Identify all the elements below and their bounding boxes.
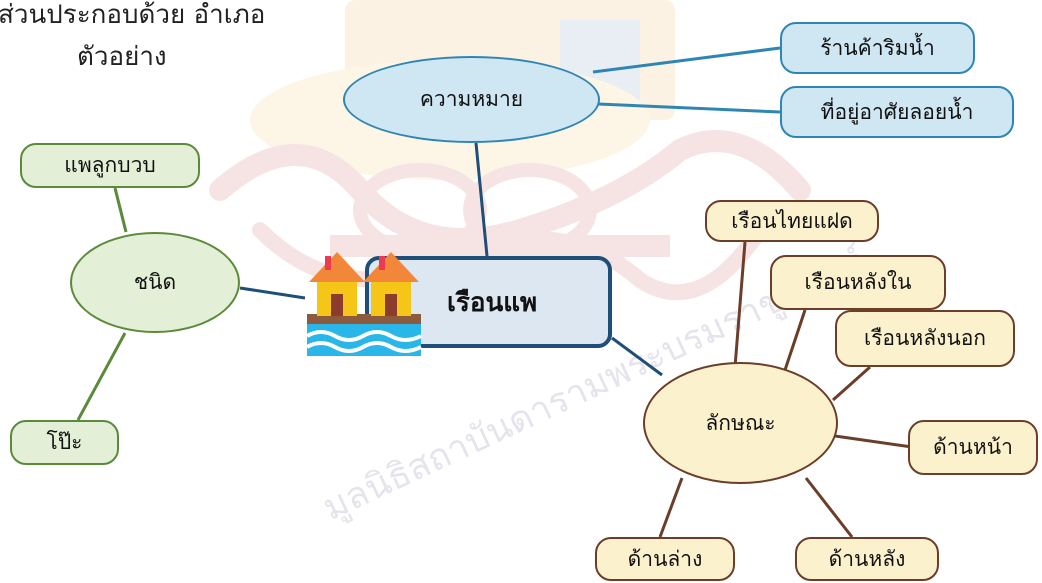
connector-types-raft xyxy=(113,187,128,233)
header-line-2: ตัวอย่าง xyxy=(77,42,167,72)
connector-center-features xyxy=(611,336,663,377)
types-node: ชนิด xyxy=(70,232,240,333)
connector-features-inner xyxy=(783,309,807,371)
connector-center-meaning xyxy=(474,142,489,257)
types-item-pontoon: โป๊ะ xyxy=(10,420,119,465)
features-item-back: ด้านหลัง xyxy=(795,537,939,581)
features-item-twin-house: เรือนไทยแฝด xyxy=(705,200,879,242)
connector-features-front xyxy=(834,434,913,449)
connector-features-outer xyxy=(832,365,871,402)
features-node: ลักษณะ xyxy=(643,362,838,484)
types-item-bamboo-raft: แพลูกบวบ xyxy=(20,143,200,188)
connector-meaning-home xyxy=(597,102,781,114)
connector-meaning-shop xyxy=(592,46,781,74)
features-item-inner-house: เรือนหลังใน xyxy=(770,255,946,310)
header-line-1: ส่วนประกอบด้วย อำเภอ xyxy=(0,0,266,30)
meaning-item-shop: ร้านค้าริมน้ำ xyxy=(780,22,975,74)
features-item-outer-house: เรือนหลังนอก xyxy=(835,310,1015,367)
connector-center-types xyxy=(239,286,306,300)
connector-features-twin xyxy=(733,241,747,368)
connector-features-bottom xyxy=(658,477,684,538)
connector-types-pontoon xyxy=(76,332,127,421)
features-item-front: ด้านหน้า xyxy=(908,420,1038,475)
meaning-item-floating-home: ที่อยู่อาศัยลอยน้ำ xyxy=(780,86,1014,138)
center-label: เรือนแพ xyxy=(447,287,538,318)
meaning-node: ความหมาย xyxy=(343,56,600,143)
connector-features-back xyxy=(804,477,854,538)
features-item-bottom: ด้านล่าง xyxy=(595,537,735,581)
houseboat-icon xyxy=(306,252,422,356)
